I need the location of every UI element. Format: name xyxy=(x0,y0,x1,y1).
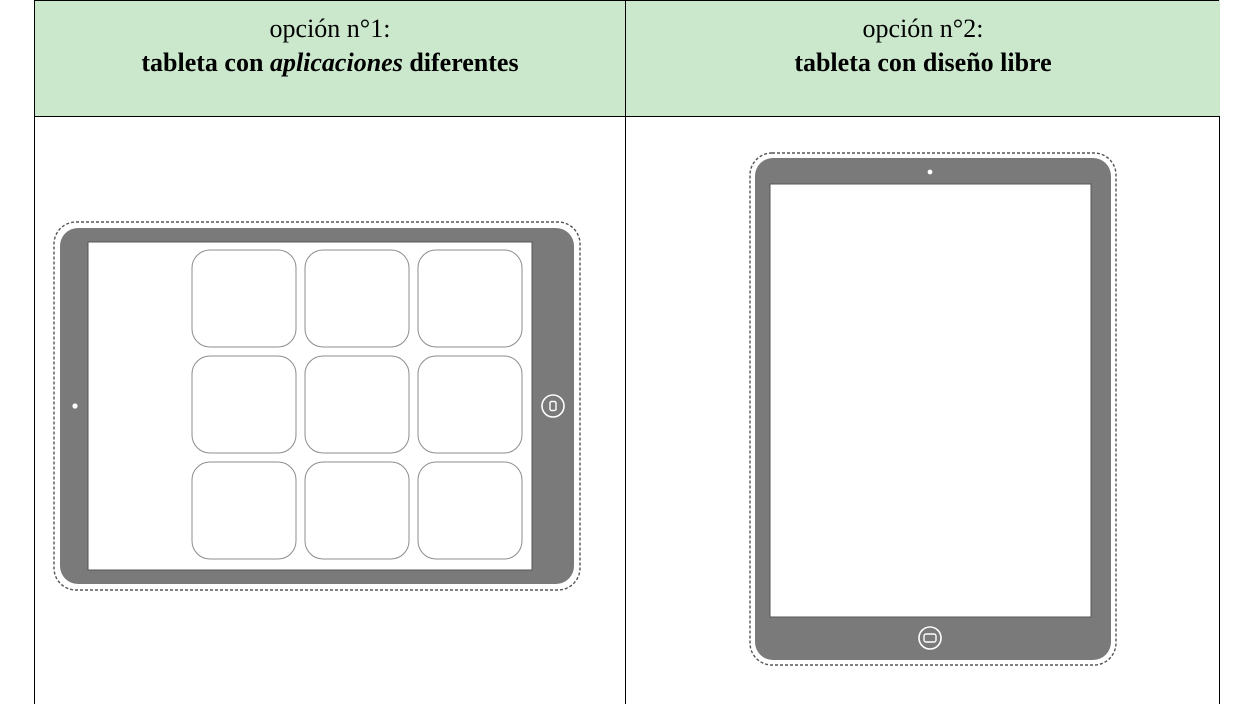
landscape-tablet-drawing xyxy=(53,221,581,591)
cut-line-landscape xyxy=(53,221,581,591)
options-table: opción n°1: tableta con aplicaciones dif… xyxy=(34,0,1220,704)
column-divider xyxy=(625,0,626,704)
option-1-title: tableta con aplicaciones diferentes xyxy=(141,48,519,77)
portrait-tablet-drawing xyxy=(749,152,1117,666)
app-tile xyxy=(417,249,523,348)
app-tile xyxy=(304,249,410,348)
header-option-1: opción n°1: tableta con aplicaciones dif… xyxy=(35,12,625,80)
app-tile xyxy=(417,355,523,454)
app-tile xyxy=(191,355,297,454)
option-2-title: tableta con diseño libre xyxy=(794,48,1052,77)
app-tile xyxy=(417,461,523,560)
header-cell-option-1: opción n°1: tableta con aplicaciones dif… xyxy=(35,0,625,116)
header-cell-option-2: opción n°2: tableta con diseño libre xyxy=(626,0,1220,116)
option-1-label: opción n°1: xyxy=(269,14,391,43)
app-tile xyxy=(191,461,297,560)
home-button-icon xyxy=(541,394,565,418)
camera-dot-icon xyxy=(72,403,78,409)
cut-line-portrait xyxy=(749,152,1117,666)
tablet-screen-portrait xyxy=(769,183,1092,618)
camera-dot-icon xyxy=(927,169,933,175)
home-button-icon xyxy=(918,626,942,650)
app-grid xyxy=(191,249,523,560)
header-option-2: opción n°2: tableta con diseño libre xyxy=(626,12,1220,80)
app-tile xyxy=(304,355,410,454)
app-tile xyxy=(191,249,297,348)
header-bottom-border xyxy=(35,116,1219,117)
option-1-title-italic: aplicaciones xyxy=(269,48,403,77)
table-top-border xyxy=(35,0,1219,1)
app-tile xyxy=(304,461,410,560)
option-2-label: opción n°2: xyxy=(862,14,984,43)
